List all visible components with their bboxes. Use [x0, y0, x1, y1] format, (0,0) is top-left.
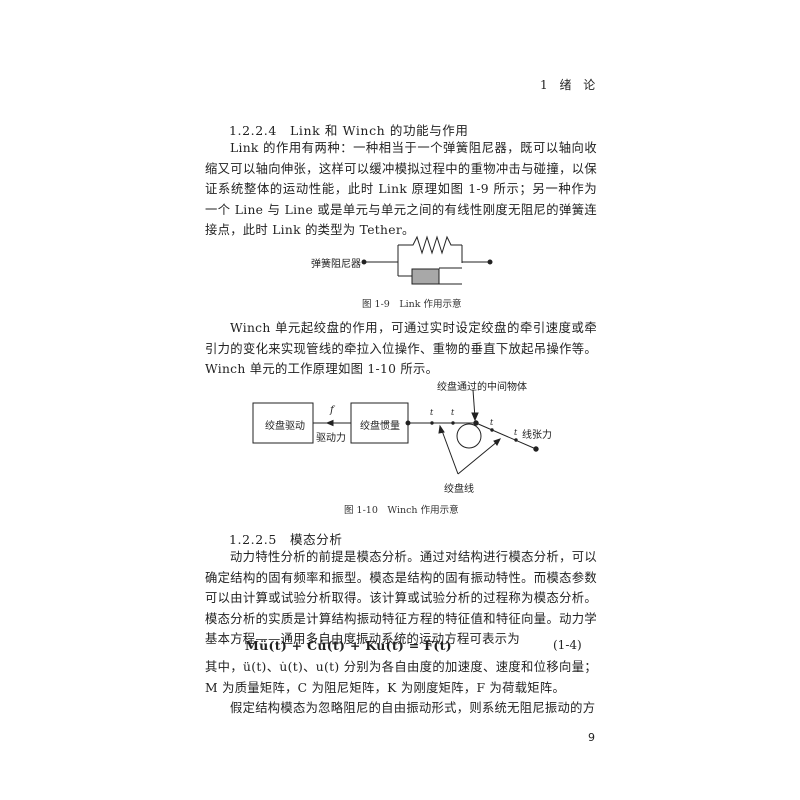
paragraph-winch: Winch 单元起绞盘的作用，可通过实时设定绞盘的牵引速度或牵引力的变化来实现管…	[205, 318, 597, 380]
equation-number: (1-4)	[553, 638, 582, 652]
winch-line-label: 绞盘线	[444, 484, 474, 495]
tension-symbol: t	[451, 408, 455, 417]
tension-mark	[451, 421, 455, 425]
tension-symbol: t	[514, 428, 518, 437]
winch-inertia-label: 绞盘惯量	[360, 421, 400, 432]
paragraph-link: Link 的作用有两种：一种相当于一个弹簧阻尼器，既可以轴向收缩又可以轴向伸张，…	[205, 138, 597, 241]
winch-line-pointer-2	[457, 440, 499, 475]
tension-mark	[514, 438, 518, 442]
right-node	[487, 259, 493, 265]
paragraph-text: 动力特性分析的前提是模态分析。通过对结构进行模态分析，可以确定结构的固有频率和振…	[205, 550, 597, 646]
tension-symbol: t	[490, 418, 494, 427]
paragraph-modal-analysis: 动力特性分析的前提是模态分析。通过对结构进行模态分析，可以确定结构的固有频率和振…	[205, 547, 597, 650]
force-arrowhead	[325, 419, 334, 427]
inertia-node	[405, 420, 411, 426]
paragraph-equation-explanation: 其中，ü(t)、u̇(t)、u(t) 分别为各自由度的加速度、速度和位移向量；M…	[205, 657, 597, 698]
figure-1-9-caption: 图 1-9 Link 作用示意	[362, 299, 462, 310]
spring-damper-label: 弹簧阻尼器	[311, 259, 361, 270]
middle-object-label: 绞盘通过的中间物体	[437, 382, 527, 393]
pointer-arrowhead	[438, 424, 445, 434]
paragraph-text: Link 的作用有两种：一种相当于一个弹簧阻尼器，既可以轴向收缩又可以轴向伸张，…	[205, 141, 597, 237]
tension-mark	[490, 428, 494, 432]
pointer-arrowhead	[493, 438, 501, 446]
drive-force-label: 驱动力	[316, 433, 346, 444]
section-heading-1-2-2-4: 1.2.2.4 Link 和 Winch 的功能与作用	[229, 123, 469, 138]
running-head: 1 绪 论	[540, 78, 600, 92]
paragraph-undamped: 假定结构模态为忽略阻尼的自由振动形式，则系统无阻尼振动的方	[205, 698, 597, 719]
page-number: 9	[588, 731, 595, 744]
intermediate-object-circle	[456, 423, 482, 449]
paragraph-text: 假定结构模态为忽略阻尼的自由振动形式，则系统无阻尼振动的方	[230, 701, 596, 715]
pointer-arrowhead	[471, 412, 479, 422]
left-node	[361, 259, 367, 265]
figure-1-10-caption: 图 1-10 Winch 作用示意	[344, 505, 459, 516]
equation-1-4: Mü(t) + Cu̇(t) + Ku(t) = F(t)	[245, 638, 452, 653]
winch-line-pointer-1	[440, 427, 459, 475]
section-heading-1-2-2-5: 1.2.2.5 模态分析	[229, 532, 343, 547]
force-symbol: f	[330, 405, 334, 416]
object-pointer-line	[472, 389, 476, 419]
tension-symbol: t	[430, 408, 434, 417]
middle-object-node	[473, 420, 479, 426]
winch-drive-label: 绞盘驱动	[265, 421, 305, 432]
paragraph-text: 其中，ü(t)、u̇(t)、u(t) 分别为各自由度的加速度、速度和位移向量；M…	[205, 660, 597, 695]
line-end-node	[533, 446, 539, 452]
line-tension-label: 线张力	[522, 430, 552, 441]
damper-piston	[411, 268, 440, 285]
tension-mark	[430, 421, 434, 425]
paragraph-text: Winch 单元起绞盘的作用，可通过实时设定绞盘的牵引速度或牵引力的变化来实现管…	[205, 321, 597, 376]
